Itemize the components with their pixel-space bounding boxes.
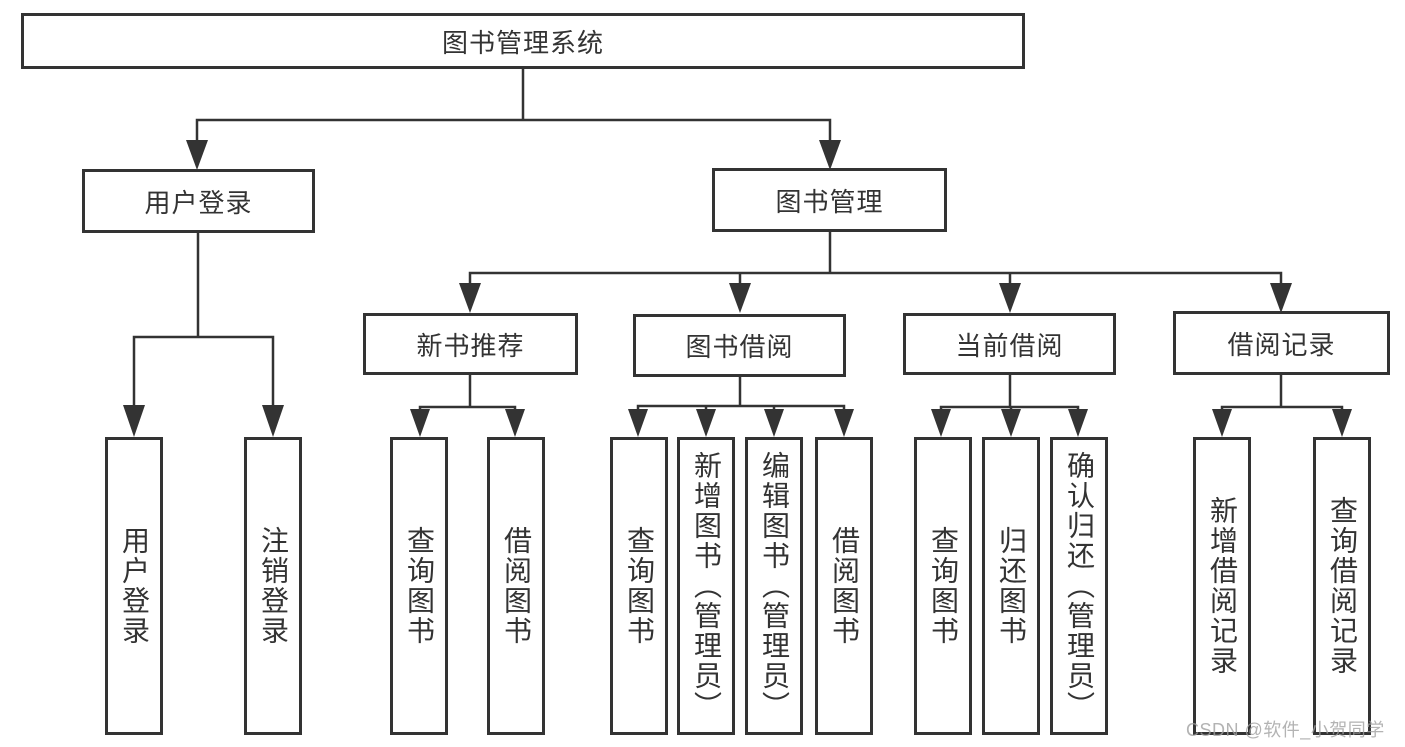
leaf-add-borrow-record: 新增借阅记录 (1193, 437, 1251, 735)
node-borrow-records: 借阅记录 (1173, 311, 1390, 375)
leaf-return-books: 归还图书 (982, 437, 1040, 735)
watermark: CSDN @软件_小贺同学 (1186, 720, 1385, 740)
leaf-user-login: 用户登录 (105, 437, 163, 735)
leaf-query-books-current: 查询图书 (914, 437, 972, 735)
leaf-logout-login: 注销登录 (244, 437, 302, 735)
leaf-borrow-books: 借阅图书 (815, 437, 873, 735)
leaf-edit-books-admin: 编辑图书（管理员） (745, 437, 803, 735)
leaf-query-books-borrow: 查询图书 (610, 437, 668, 735)
leaf-label: 借阅图书 (501, 526, 532, 646)
arrowhead-icons (123, 140, 1352, 437)
leaf-label: 用户登录 (119, 526, 150, 646)
leaf-label: 编辑图书（管理员） (759, 451, 790, 721)
node-book-borrow: 图书借阅 (633, 314, 846, 377)
leaf-label: 查询图书 (928, 526, 959, 646)
node-user-login: 用户登录 (82, 169, 315, 233)
node-new-book-recommend: 新书推荐 (363, 313, 578, 375)
leaf-label: 查询图书 (624, 526, 655, 646)
node-current-borrow: 当前借阅 (903, 313, 1116, 375)
node-root-system: 图书管理系统 (21, 13, 1025, 69)
node-book-management: 图书管理 (712, 168, 947, 232)
leaf-query-books-recommend: 查询图书 (390, 437, 448, 735)
leaf-label: 查询借阅记录 (1327, 496, 1358, 676)
leaf-label: 新增图书（管理员） (691, 451, 722, 721)
leaf-add-books-admin: 新增图书（管理员） (677, 437, 735, 735)
leaf-label: 新增借阅记录 (1207, 496, 1238, 676)
leaf-query-borrow-record: 查询借阅记录 (1313, 437, 1371, 735)
leaf-borrow-books-recommend: 借阅图书 (487, 437, 545, 735)
leaf-label: 注销登录 (258, 526, 289, 646)
leaf-label: 归还图书 (996, 526, 1027, 646)
leaf-label: 确认归还（管理员） (1064, 451, 1095, 721)
leaf-confirm-return-admin: 确认归还（管理员） (1050, 437, 1108, 735)
leaf-label: 查询图书 (404, 526, 435, 646)
leaf-label: 借阅图书 (829, 526, 860, 646)
